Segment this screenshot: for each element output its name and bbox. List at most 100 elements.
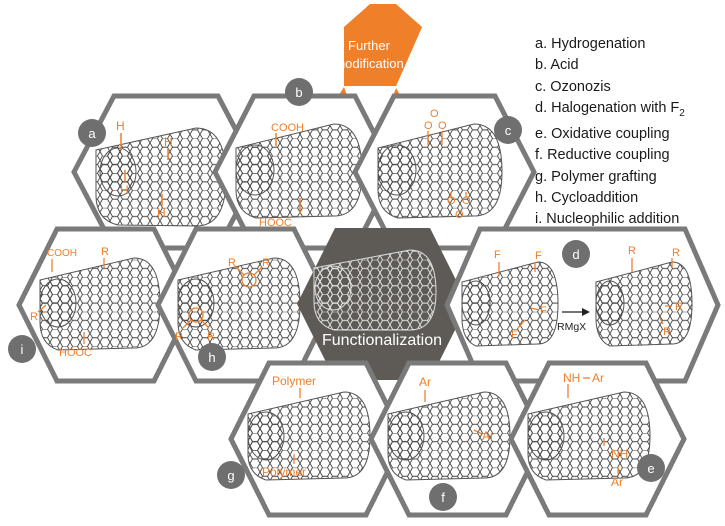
badge-c-text: c [505, 123, 512, 138]
label-r: R [207, 331, 215, 343]
badge-d-text: d [572, 247, 579, 262]
badge-f-text: f [441, 490, 445, 505]
label-hooc: HOOC [59, 347, 92, 359]
badge-i [8, 335, 36, 363]
labels-d: F F F F R R R R [494, 245, 683, 341]
legend-item-d: d. Halogenation with F2 [535, 98, 685, 124]
further-line-2: modification [334, 56, 403, 71]
nanotube-d-right [595, 261, 693, 347]
badge-d [562, 240, 590, 268]
panel-b: COOH HOOC b [212, 78, 397, 251]
label-h: H [120, 183, 129, 197]
nanotube-b [235, 123, 363, 219]
bonds-e [567, 377, 619, 474]
nanotube-f [387, 391, 511, 481]
legend-item-d-text: d. Halogenation with F [535, 99, 680, 116]
badge-b-text: b [295, 85, 302, 100]
label-o: O [455, 209, 464, 221]
panel-e: NH Ar NH Ar e [508, 360, 687, 518]
legend-item-a: a. Hydrogenation [535, 36, 646, 52]
h-labels-a: H H H H [116, 119, 173, 220]
badge-c [494, 116, 522, 144]
bonds-b [275, 133, 301, 214]
badge-g-text: g [227, 468, 234, 483]
badge-h-text: h [208, 350, 215, 365]
reaction-arrow-icon [562, 308, 590, 316]
label-polymer: Polymer [272, 374, 316, 388]
label-r: R [228, 257, 236, 269]
legend-item-d-subscript: 2 [679, 107, 685, 119]
label-r: R [175, 331, 183, 343]
label-f: F [540, 305, 547, 317]
reaction-legend: a. Hydrogenation b. Acid c. Ozonozis d. … [535, 34, 685, 231]
badge-g [217, 461, 245, 489]
label-f: F [511, 329, 518, 341]
label-o: O [438, 120, 447, 132]
panel-d: F F F F R R R R RMgX d [444, 226, 721, 384]
badge-f [429, 483, 457, 511]
legend-item-f: f. Reductive coupling [535, 147, 670, 164]
label-rmgx: RMgX [557, 321, 586, 333]
nanotube-g [247, 391, 371, 481]
label-o: O [424, 120, 433, 132]
label-f: F [494, 249, 501, 261]
label-o: O [462, 195, 471, 207]
label-o: O [430, 108, 439, 120]
nanotube-a [95, 127, 227, 227]
panel-i: COOH R R HOOC i [8, 226, 195, 384]
panel-f: Ar Ar f [368, 360, 547, 518]
legend-item-c: c. Ozonozis [535, 78, 611, 95]
label-r: R [672, 247, 680, 259]
label-r: R [262, 257, 270, 269]
panel-a: H H H H a [71, 93, 261, 251]
badge-e [637, 454, 665, 482]
label-nh: NH [563, 371, 580, 385]
panel-h: R R R R h [155, 226, 335, 384]
nanotube-c [377, 123, 503, 219]
badge-a-text: a [88, 126, 96, 141]
cyclo-rings-h [182, 266, 263, 329]
badge-b [285, 78, 313, 106]
label-r: R [663, 326, 671, 338]
badge-a [78, 119, 106, 147]
h-bonds-a [120, 133, 169, 206]
label-ar: Ar [419, 375, 431, 389]
bonds-f [424, 390, 483, 435]
center-panel: Functionalization [297, 228, 468, 380]
nanotube-d-left [461, 261, 559, 347]
center-nanotube [313, 249, 437, 331]
label-f: F [535, 250, 542, 262]
further-modification-node: Further modification [334, 4, 422, 86]
panel-c: O O O O O O c [352, 93, 537, 251]
legend-item-h: h. Cycloaddition [535, 189, 639, 206]
nanotube-e [527, 391, 651, 481]
legend-item-b: b. Acid [535, 57, 579, 74]
label-r: R [675, 301, 683, 313]
label-r: R [101, 246, 109, 258]
label-polymer: Polymer [262, 465, 306, 479]
label-cooh: COOH [47, 248, 77, 259]
nanotube-i [39, 257, 161, 351]
further-hex-shape [344, 6, 422, 86]
label-r: R [628, 245, 636, 257]
label-nh: NH [611, 447, 628, 461]
badge-i-text: i [21, 342, 24, 357]
label-ar: Ar [482, 429, 494, 443]
label-ar: Ar [611, 475, 623, 489]
label-h: H [116, 119, 125, 133]
r-labels-h: R R R R [175, 257, 270, 343]
further-line-1: Further [348, 38, 391, 53]
bonds-i [37, 258, 105, 344]
legend-item-i: i. Nucleophilic addition [535, 211, 680, 228]
label-ar: Ar [592, 371, 604, 385]
center-label: Functionalization [322, 332, 442, 349]
bonds-g [293, 388, 301, 464]
label-r: R [30, 311, 38, 323]
bonds-d [498, 258, 673, 329]
label-o: O [447, 195, 456, 207]
label-hooc: HOOC [259, 217, 292, 229]
ozonide-labels: O O O O O O [424, 108, 471, 221]
legend-item-g: g. Polymer grafting [535, 168, 657, 185]
